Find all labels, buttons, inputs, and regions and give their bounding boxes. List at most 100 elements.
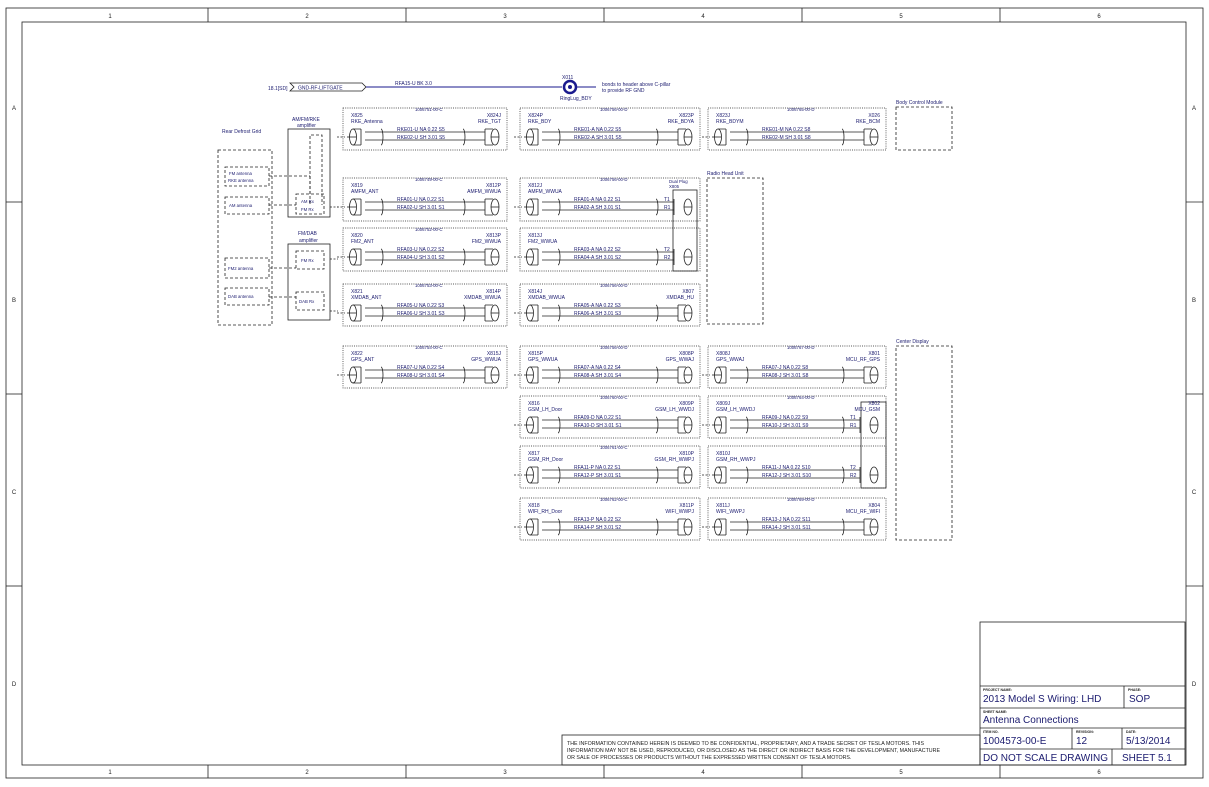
center-display: Center Display: [860, 339, 953, 541]
shield-marker-icon: [655, 416, 659, 434]
wire-2-label: RFA08-J SH 3.01 S8: [762, 373, 809, 379]
right-connector-id: X811P: [679, 503, 694, 509]
right-connector-name: MCU_RF_GPS: [846, 357, 881, 363]
shield-marker-icon: [841, 366, 845, 384]
cable-part-number: 1006760-00-C: [600, 395, 627, 400]
item-number: 1004573-00-E: [983, 736, 1047, 747]
disclaimer-line-1: THE INFORMATION CONTAINED HEREIN IS DEEM…: [567, 741, 924, 747]
right-connector-id: X801: [868, 351, 880, 357]
left-connector-id: X812J: [528, 183, 543, 189]
rear-defrost-grid: Rear Defrost Grid FM antenna RKE antenna…: [217, 129, 311, 326]
terminal-label-2: R2: [850, 473, 857, 479]
terminal-label-1: T2: [850, 465, 856, 471]
shield-marker-icon: [745, 366, 749, 384]
cable-x824p: 1006756-00-DX824PRKE_BDYX823PRKE_BDYARKE…: [514, 107, 701, 151]
left-connector-id: X813J: [528, 233, 543, 239]
right-connector-id: X810P: [679, 451, 695, 457]
sheet-name: Antenna Connections: [983, 715, 1079, 726]
ground-id: X011: [562, 75, 574, 81]
left-connector-id: X824P: [528, 113, 544, 119]
frame-col-top-2: 2: [305, 14, 309, 20]
amp1-title-1: AM/FM/RKE: [292, 117, 320, 123]
wire-1-label: RFA11-J NA 0.22 S10: [762, 465, 811, 471]
body-control-module: Body Control Module: [895, 100, 953, 151]
phase-label: PHASE:: [1128, 688, 1141, 692]
cable-x819: 1006749-00-CX819AMFM_ANTX812PAMFM_WWUARF…: [337, 177, 508, 222]
right-connector-name: GPS_WWAJ: [666, 357, 695, 363]
frame-col-bottom-2: 2: [305, 770, 309, 776]
shield-marker-icon: [655, 198, 659, 216]
shield-marker-icon: [655, 304, 659, 322]
wire-1-label: RKE01-A NA 0.22 S5: [574, 127, 621, 133]
wire-2-label: RKE02-M SH 3.01 S8: [762, 135, 811, 141]
shield-marker-icon: [841, 518, 845, 536]
cable-assemblies: 1006751-00-CX825RKE_AntennaX824JRKE_TGTR…: [330, 107, 887, 541]
shield-marker-icon: [557, 366, 561, 384]
frame-col-bottom-4: 4: [701, 770, 705, 776]
left-connector-name: GSM_LH_WWDJ: [716, 407, 755, 413]
left-connector-name: GPS_WWUA: [528, 357, 558, 363]
phase-value: SOP: [1129, 694, 1150, 705]
shield-marker-icon: [557, 248, 561, 266]
wire-2-label: RFA10-J SH 3.01 S9: [762, 423, 809, 429]
left-connector-name: XMDAB_ANT: [351, 295, 382, 301]
amp1-rx2: FM Rx: [301, 207, 315, 212]
cable-x822: 1006754-00-CX822GPS_ANTX815JGPS_WWUARFA0…: [337, 345, 508, 389]
shield-marker-icon: [655, 518, 659, 536]
cable-part-number: 1006756-00-D: [600, 345, 627, 350]
left-connector-id: X814J: [528, 289, 543, 295]
right-connector-id: X823P: [679, 113, 695, 119]
cable-part-number: 1006753-00-C: [415, 283, 442, 288]
terminal-label-2: R1: [850, 423, 857, 429]
amp1-title-2: amplifier: [297, 123, 316, 129]
wire-1-label: RFA09-D NA 0.22 S1: [574, 415, 621, 421]
gnd-wire-label: RFA15-U BK 3.0: [395, 81, 432, 87]
left-connector-name: GSM_RH_Door: [528, 457, 563, 463]
left-connector-id: X808J: [716, 351, 731, 357]
left-connector-name: GSM_RH_WWPJ: [716, 457, 756, 463]
wire-1-label: RFA13-J NA 0.22 S11: [762, 517, 811, 523]
cable-part-number: 1006754-00-C: [415, 345, 442, 350]
right-connector-id: X802: [868, 401, 880, 407]
right-connector-name: MCU_RF_WIFI: [846, 509, 880, 515]
left-connector-name: AMFM_WWUA: [528, 189, 563, 195]
right-connector-name: XMDAB_WWUA: [464, 295, 502, 301]
cable-part-number: 1006751-00-C: [415, 107, 442, 112]
left-connector-name: WIFI_WWPJ: [716, 509, 745, 515]
frame-row-right-C: C: [1192, 490, 1197, 496]
right-connector-id: X812P: [486, 183, 502, 189]
shield-marker-icon: [380, 248, 384, 266]
wire-2-label: RKE02-A SH 3.01 S5: [574, 135, 622, 141]
left-connector-id: X818: [528, 503, 540, 509]
shield-marker-icon: [462, 198, 466, 216]
fm-antenna-label: FM antenna: [229, 171, 253, 176]
left-connector-id: X811J: [716, 503, 730, 509]
bcm-title: Body Control Module: [896, 100, 943, 106]
disclaimer-line-3: OR SALE OF PROCESSES OR PRODUCTS WITHOUT…: [567, 755, 851, 761]
left-connector-id: X810J: [716, 451, 731, 457]
right-connector-name: RKE_TGT: [478, 119, 501, 125]
dual-plug-label: Dual Plug: [669, 179, 688, 184]
left-connector-name: FM2_ANT: [351, 239, 374, 245]
left-connector-name: RKE_BDY: [528, 119, 552, 125]
wire-2-label: RFA06-U SH 3.01 S3: [397, 311, 445, 317]
terminal-label-1: T1: [664, 197, 670, 203]
shield-marker-icon: [380, 128, 384, 146]
center-display-title: Center Display: [896, 339, 929, 345]
wire-2-label: RFA08-U SH 3.01 S4: [397, 373, 445, 379]
shield-marker-icon: [462, 248, 466, 266]
wire-1-label: RFA03-A NA 0.22 S2: [574, 247, 621, 253]
wire-1-label: RKE01-M NA 0.22 S8: [762, 127, 811, 133]
left-connector-id: X823J: [716, 113, 731, 119]
date-label: DATE:: [1126, 730, 1136, 734]
right-connector-name: FM2_WWUA: [472, 239, 502, 245]
liftgate-ground: 18.1[SD] GND-RF-LIFTGATE RFA15-U BK 3.0 …: [268, 75, 671, 102]
shield-marker-icon: [655, 128, 659, 146]
radio-head-unit: Radio Head Unit Dual Plug X805: [669, 171, 764, 325]
defrost-title: Rear Defrost Grid: [222, 129, 261, 135]
wire-2-label: RFA14-J SH 3.01 S11: [762, 525, 811, 531]
left-connector-name: FM2_WWUA: [528, 239, 558, 245]
left-connector-id: X821: [351, 289, 363, 295]
am-antenna-label: AM antenna: [229, 203, 253, 208]
